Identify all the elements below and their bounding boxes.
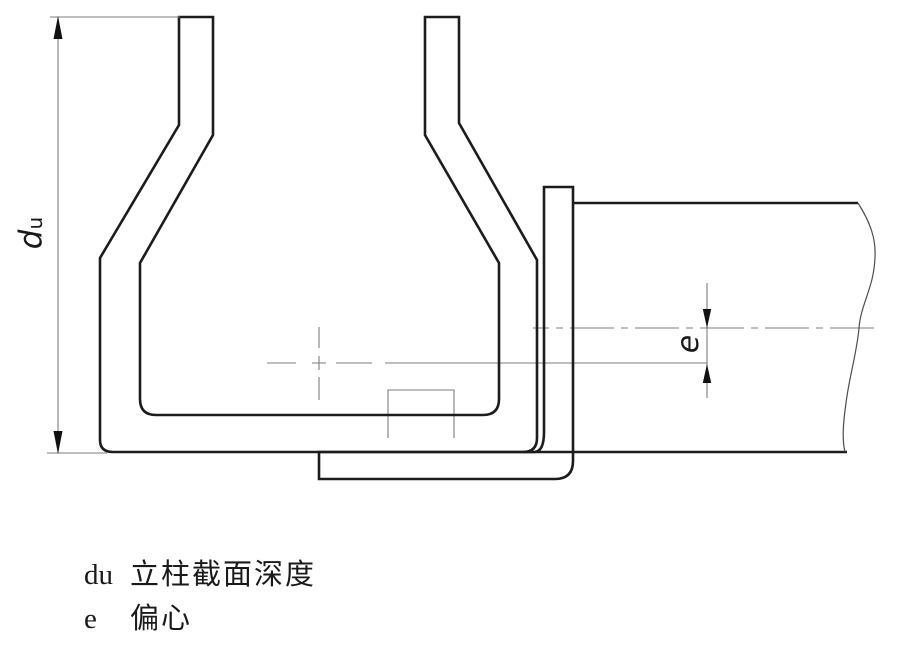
e-dimension <box>702 283 712 398</box>
legend-row-du: du 立柱截面深度 <box>84 553 316 597</box>
e-arrow-up <box>702 364 712 383</box>
upright-profile-outline <box>98 15 539 454</box>
du-arrow-top <box>53 16 63 39</box>
legend-definition-du: 立柱截面深度 <box>130 559 317 591</box>
e-dimension-label: e <box>670 329 706 359</box>
beam-break-line <box>842 202 876 453</box>
legend-definition-e: 偏心 <box>130 603 193 635</box>
du-subscript: u <box>23 216 47 230</box>
legend-row-e: e 偏心 <box>84 597 316 641</box>
legend-symbol-du: du <box>84 559 113 591</box>
upright-center-mark <box>267 327 372 400</box>
du-arrow-bottom <box>53 431 63 454</box>
e-arrow-down <box>702 309 712 328</box>
e-symbol: e <box>670 334 706 354</box>
du-symbol: d <box>13 229 49 250</box>
legend-symbol-e: e <box>84 603 97 635</box>
legend: du 立柱截面深度 e 偏心 <box>84 553 316 641</box>
beam-connector-outline <box>317 185 575 481</box>
du-dimension <box>47 16 180 454</box>
